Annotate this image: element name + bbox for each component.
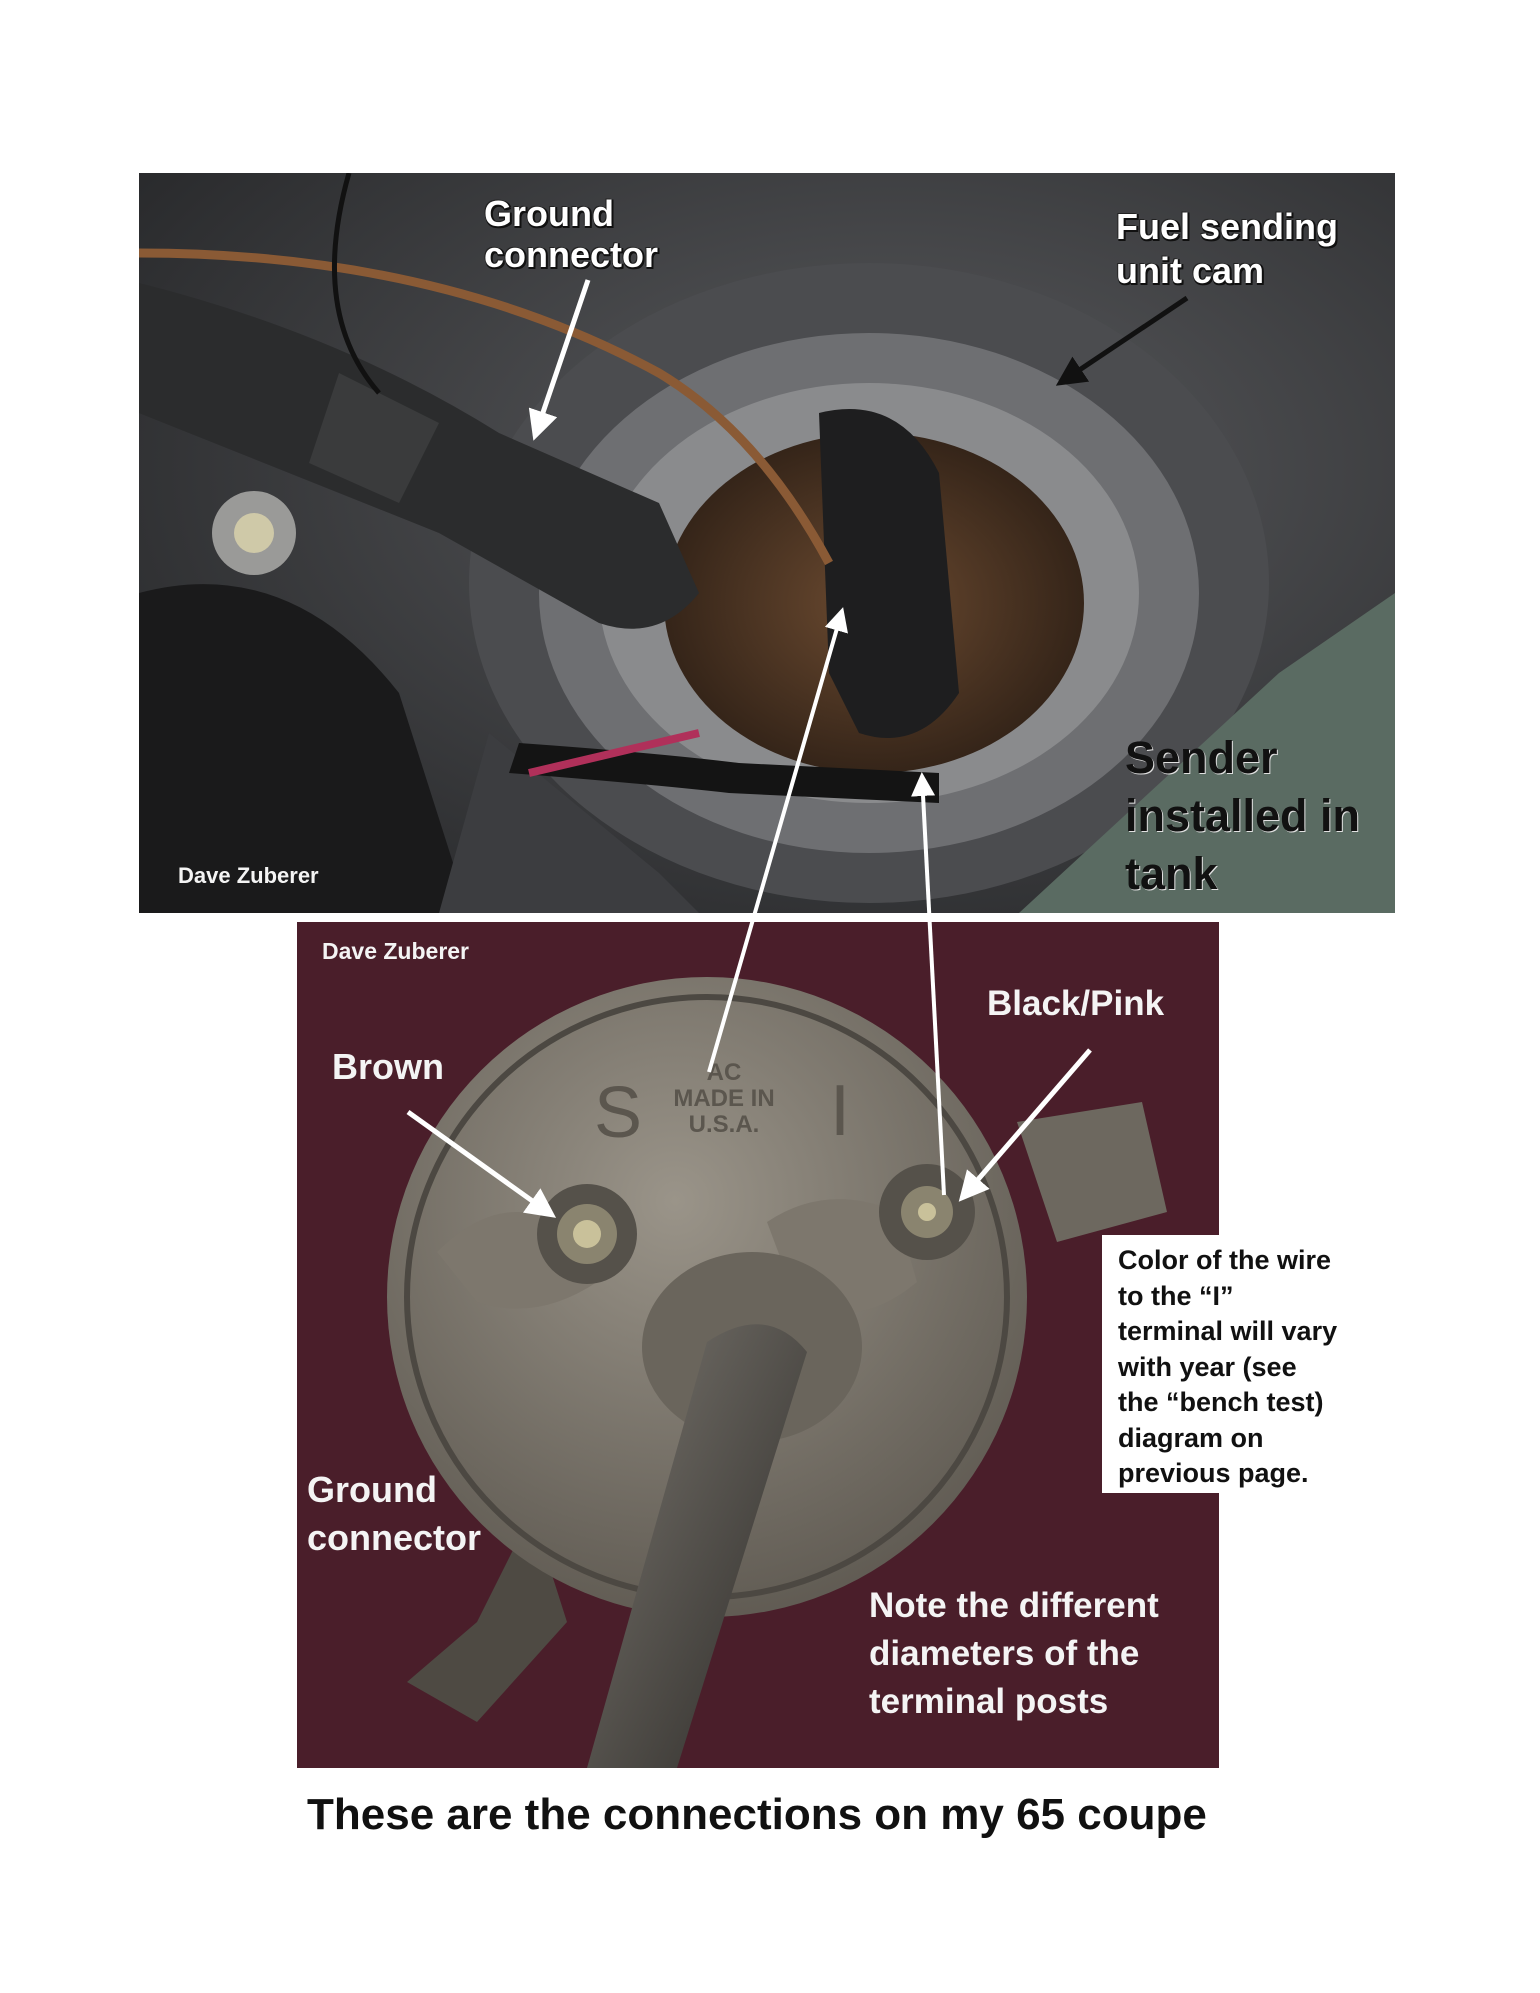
cam-label-line2: unit cam xyxy=(1116,250,1265,291)
stamp-line-2: MADE IN xyxy=(673,1085,775,1112)
sender-unit-photo: AC MADE IN U.S.A. S I Dave Zuberer Black… xyxy=(297,922,1219,1768)
bottom-ground-label-line1: Ground xyxy=(307,1469,437,1510)
sender-label-line2: installed in xyxy=(1125,790,1361,841)
page-caption: These are the connections on my 65 coupe xyxy=(307,1790,1207,1839)
note-line: with year (see xyxy=(1118,1351,1297,1382)
sender-label-line1: Sender xyxy=(1125,732,1278,783)
note-line: diagram on xyxy=(1118,1422,1264,1453)
note-line: terminal will vary xyxy=(1118,1316,1338,1346)
brown-label: Brown xyxy=(332,1046,444,1087)
top-watermark: Dave Zuberer xyxy=(178,863,319,888)
sender-label-line3: tank xyxy=(1125,848,1218,899)
wire-color-note: Color of the wire to the “I” terminal wi… xyxy=(1102,1235,1370,1493)
bottom-watermark: Dave Zuberer xyxy=(322,938,470,964)
cam-label-line1: Fuel sending xyxy=(1116,206,1339,247)
bottom-ground-label-line2: connector xyxy=(307,1517,482,1558)
stamp-letter-s: S xyxy=(594,1073,643,1153)
stamp-line-1: AC xyxy=(706,1059,742,1086)
stamp-letter-i: I xyxy=(830,1071,851,1151)
top-ground-label-line2: connector xyxy=(484,234,659,275)
sender-installed-photo: Dave Zuberer Ground connector Fuel sendi… xyxy=(139,173,1395,913)
top-ground-label-line1: Ground xyxy=(484,193,614,234)
note-line: Color of the wire xyxy=(1118,1245,1332,1275)
diameters-note-line2: diameters of the xyxy=(869,1634,1140,1673)
note-line: the “bench test) xyxy=(1118,1387,1324,1417)
diameters-note-line3: terminal posts xyxy=(869,1682,1109,1721)
note-line: previous page. xyxy=(1118,1458,1309,1488)
note-line: to the “I” xyxy=(1118,1280,1234,1311)
black-pink-label: Black/Pink xyxy=(987,984,1165,1023)
diameters-note-line1: Note the different xyxy=(869,1586,1159,1625)
stamp-line-3: U.S.A. xyxy=(688,1111,760,1138)
